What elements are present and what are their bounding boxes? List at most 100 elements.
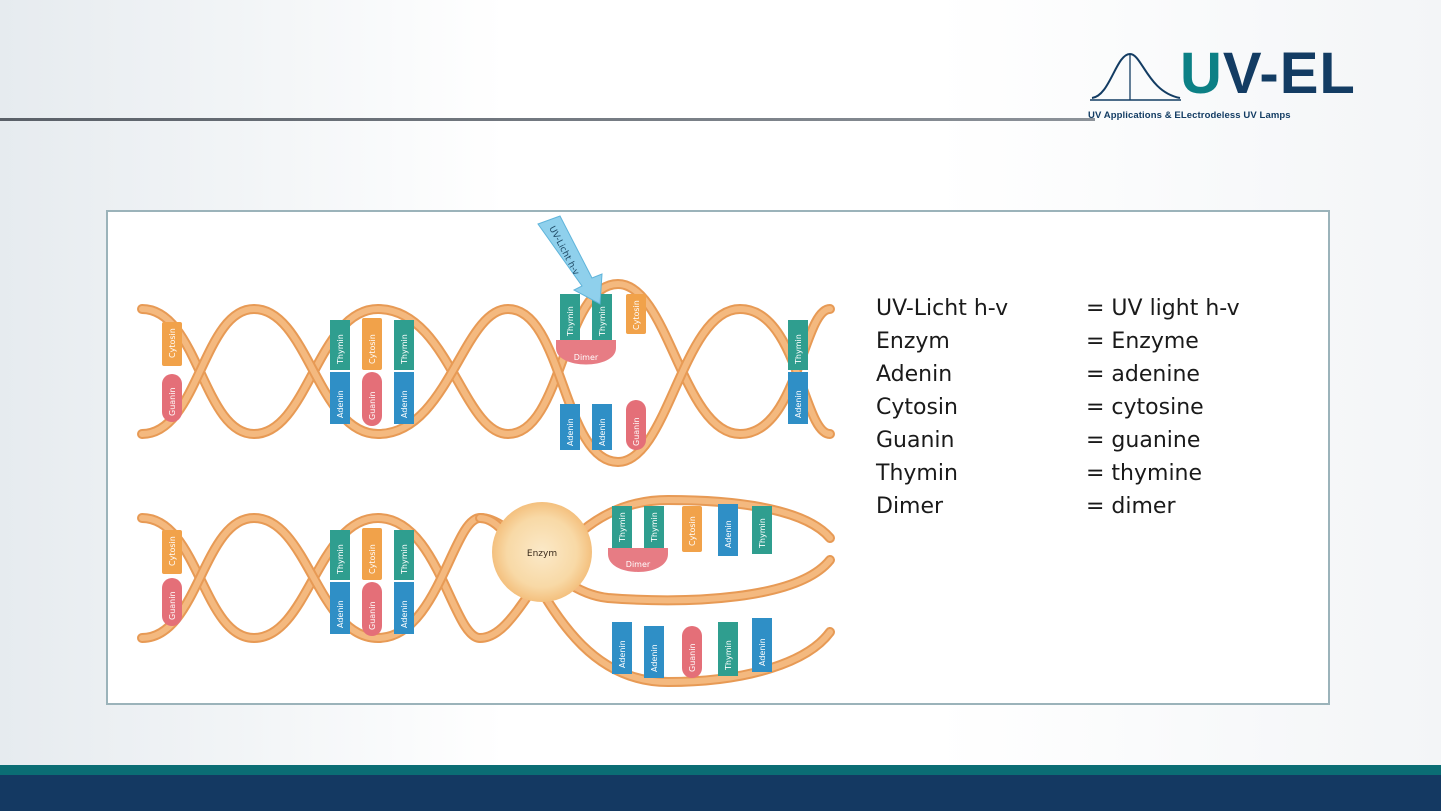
adenin-base xyxy=(612,622,632,674)
svg-text:Adenin: Adenin xyxy=(650,644,659,672)
thymine-dimer: Thymin Thymin Dimer xyxy=(556,294,616,365)
translation-legend: UV-Licht h-v= UV light h-v Enzym= Enzyme… xyxy=(876,292,1296,523)
svg-text:Thymin: Thymin xyxy=(650,512,659,543)
svg-text:Adenin: Adenin xyxy=(724,520,733,548)
legend-row: Thymin= thymine xyxy=(876,461,1203,486)
base-pair: Thymin Adenin xyxy=(788,320,808,424)
uv-light-arrow: UV-Licht h-v xyxy=(537,215,603,305)
base-pair: Thymin Adenin xyxy=(394,530,414,634)
base-pair: Thymin Adenin xyxy=(330,530,350,634)
svg-text:Guanin: Guanin xyxy=(632,417,641,446)
adenin-base xyxy=(394,372,414,424)
dimer-bond xyxy=(556,340,616,365)
svg-text:Thymin: Thymin xyxy=(598,306,607,337)
svg-text:Adenin: Adenin xyxy=(400,390,409,418)
svg-text:Thymin: Thymin xyxy=(336,334,345,365)
base-fragment: Cytosin Adenin Thymin xyxy=(682,504,772,556)
svg-text:Cytosin: Cytosin xyxy=(688,516,697,546)
svg-text:Thymin: Thymin xyxy=(336,544,345,575)
svg-text:Enzym: Enzym xyxy=(527,549,557,559)
svg-text:Thymin: Thymin xyxy=(566,306,575,337)
svg-text:Adenin: Adenin xyxy=(336,390,345,418)
dimer-bond xyxy=(608,548,668,572)
svg-text:Thymin: Thymin xyxy=(400,334,409,365)
base-fragment: Adenin Adenin Guanin Thymin Adenin xyxy=(612,618,772,678)
adenin-base xyxy=(718,504,738,556)
guanin-base xyxy=(682,626,702,678)
svg-text:Dimer: Dimer xyxy=(574,353,599,362)
logo: UV-EL UV Applications & ELectrodeless UV… xyxy=(1088,42,1363,124)
base-pair: Adenin Adenin Guanin xyxy=(560,400,646,450)
base-pair: Thymin Adenin xyxy=(394,320,414,424)
base-pair: Cytosin Guanin xyxy=(162,322,182,422)
logo-tagline: UV Applications & ELectrodeless UV Lamps xyxy=(1088,110,1291,121)
upper-dna-helix xyxy=(137,278,835,468)
guanin-base xyxy=(362,582,382,636)
svg-text:Cytosin: Cytosin xyxy=(368,334,377,364)
cytosin-base xyxy=(626,294,646,334)
svg-text:Thymin: Thymin xyxy=(618,512,627,543)
guanin-base xyxy=(362,372,382,426)
cytosin-base xyxy=(162,322,182,366)
adenin-base xyxy=(560,404,580,450)
base-pair: Cytosin xyxy=(626,294,646,334)
svg-text:Thymin: Thymin xyxy=(758,518,767,549)
thymin-base xyxy=(752,506,772,554)
svg-text:Adenin: Adenin xyxy=(336,600,345,628)
adenin-base xyxy=(394,582,414,634)
svg-text:Adenin: Adenin xyxy=(400,600,409,628)
footer-accent-bar xyxy=(0,765,1441,775)
lower-dna-helix xyxy=(137,494,835,688)
svg-text:Guanin: Guanin xyxy=(688,643,697,672)
svg-text:Adenin: Adenin xyxy=(758,638,767,666)
adenin-base xyxy=(788,372,808,424)
guanin-base xyxy=(162,374,182,422)
svg-text:Guanin: Guanin xyxy=(368,391,377,420)
base-pair: Thymin Adenin xyxy=(330,320,350,424)
svg-text:Adenin: Adenin xyxy=(794,390,803,418)
legend-row: UV-Licht h-v= UV light h-v xyxy=(876,296,1240,321)
svg-text:Cytosin: Cytosin xyxy=(168,536,177,566)
thymin-base xyxy=(560,294,580,340)
cytosin-base xyxy=(162,530,182,574)
enzyme: Enzym xyxy=(492,502,592,602)
base-pair: Cytosin Guanin xyxy=(162,530,182,626)
svg-text:Guanin: Guanin xyxy=(168,591,177,620)
legend-row: Enzym= Enzyme xyxy=(876,329,1199,354)
dna-repair-diagram: Cytosin Guanin Thymin Adenin Cytosin Gua… xyxy=(137,215,835,688)
legend-row: Guanin= guanine xyxy=(876,428,1201,453)
guanin-base xyxy=(626,400,646,450)
legend-row: Cytosin= cytosine xyxy=(876,395,1204,420)
thymin-base xyxy=(330,530,350,580)
footer-bar xyxy=(0,775,1441,811)
thymin-base xyxy=(330,320,350,370)
base-pair: Cytosin Guanin xyxy=(362,318,382,426)
svg-text:Cytosin: Cytosin xyxy=(632,300,641,330)
legend-row: Dimer= dimer xyxy=(876,494,1176,519)
thymin-base xyxy=(394,320,414,370)
svg-text:Cytosin: Cytosin xyxy=(168,328,177,358)
thymin-base xyxy=(394,530,414,580)
svg-text:Guanin: Guanin xyxy=(168,387,177,416)
svg-text:Thymin: Thymin xyxy=(794,334,803,365)
adenin-base xyxy=(644,626,664,678)
svg-text:Adenin: Adenin xyxy=(598,418,607,446)
svg-text:Dimer: Dimer xyxy=(626,560,651,569)
guanin-base xyxy=(162,578,182,626)
cytosin-base xyxy=(682,506,702,552)
svg-text:Thymin: Thymin xyxy=(400,544,409,575)
adenin-base xyxy=(752,618,772,672)
thymin-base xyxy=(612,506,632,548)
adenin-base xyxy=(330,582,350,634)
cytosin-base xyxy=(362,318,382,370)
svg-text:Adenin: Adenin xyxy=(566,418,575,446)
svg-text:Thymin: Thymin xyxy=(724,640,733,671)
legend-row: Adenin= adenine xyxy=(876,362,1200,387)
thymin-base xyxy=(592,294,612,340)
svg-text:Cytosin: Cytosin xyxy=(368,544,377,574)
header-divider xyxy=(0,118,1095,121)
thymin-base xyxy=(718,622,738,676)
logo-wordmark: UV-EL xyxy=(1180,41,1356,106)
svg-text:Guanin: Guanin xyxy=(368,601,377,630)
adenin-base xyxy=(330,372,350,424)
